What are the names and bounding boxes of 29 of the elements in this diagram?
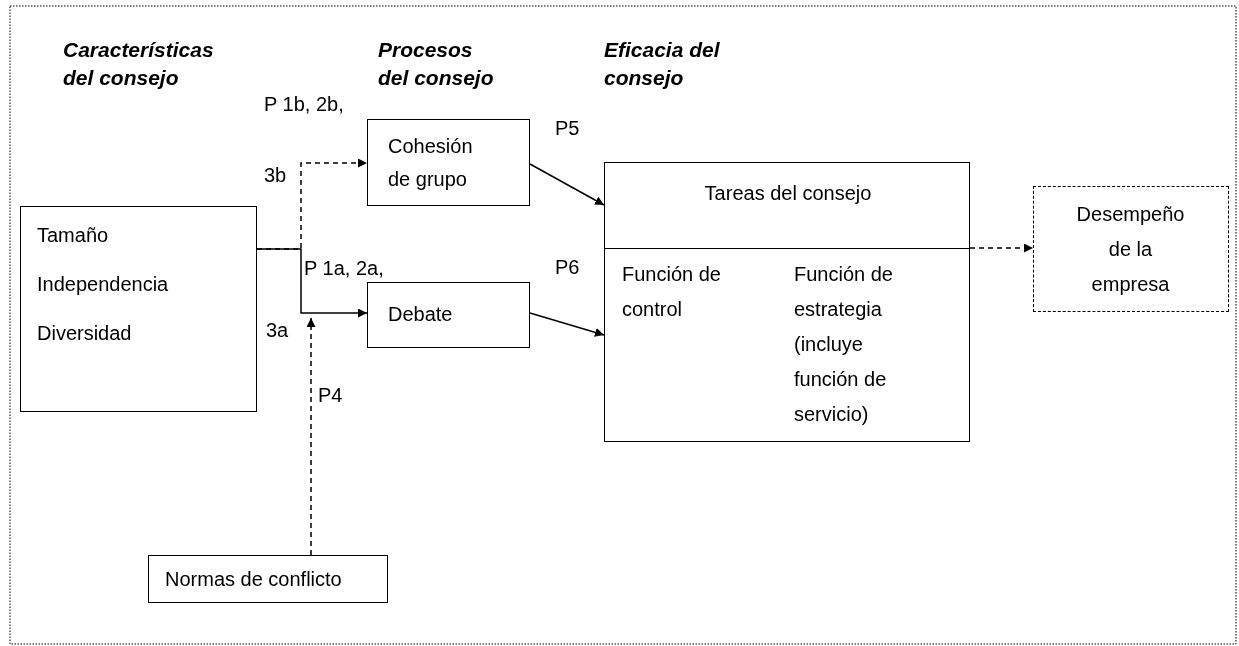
column-heading: Procesos del consejo [378,37,495,91]
process-box [367,119,530,206]
column-heading: Características del consejo [63,37,215,91]
arrow [529,312,605,337]
node-label: Función de estrategia (incluye función de servicio) [794,262,894,427]
node-label: Tareas del consejo [703,181,873,206]
node-label: Función de control [622,262,722,322]
node-label: Cohesión de grupo [388,134,474,192]
arrow [256,248,368,318]
attribute-box [20,206,257,412]
node-label: Desempeño de la empresa [1075,202,1186,297]
node-label: Tamaño [37,223,109,248]
column-heading: Eficacia del consejo [604,37,721,91]
node-label: Diversidad [37,321,132,346]
node-label: Independencia [37,272,169,297]
proposition-label: 3a [266,318,289,342]
function-box [777,248,969,441]
proposition-label: P 1b, 2b, [264,92,344,116]
task-panel [604,162,970,442]
proposition-label: 3b [264,163,287,187]
node-label: Debate [388,302,453,327]
outcome-box [1033,186,1229,312]
arrow [306,317,316,556]
arrow [969,243,1034,253]
arrow [529,163,605,206]
norm-box [148,555,388,603]
proposition-label: P 1a, 2a, [304,256,384,280]
process-box [367,282,530,348]
node-label: Normas de conflicto [165,567,342,592]
